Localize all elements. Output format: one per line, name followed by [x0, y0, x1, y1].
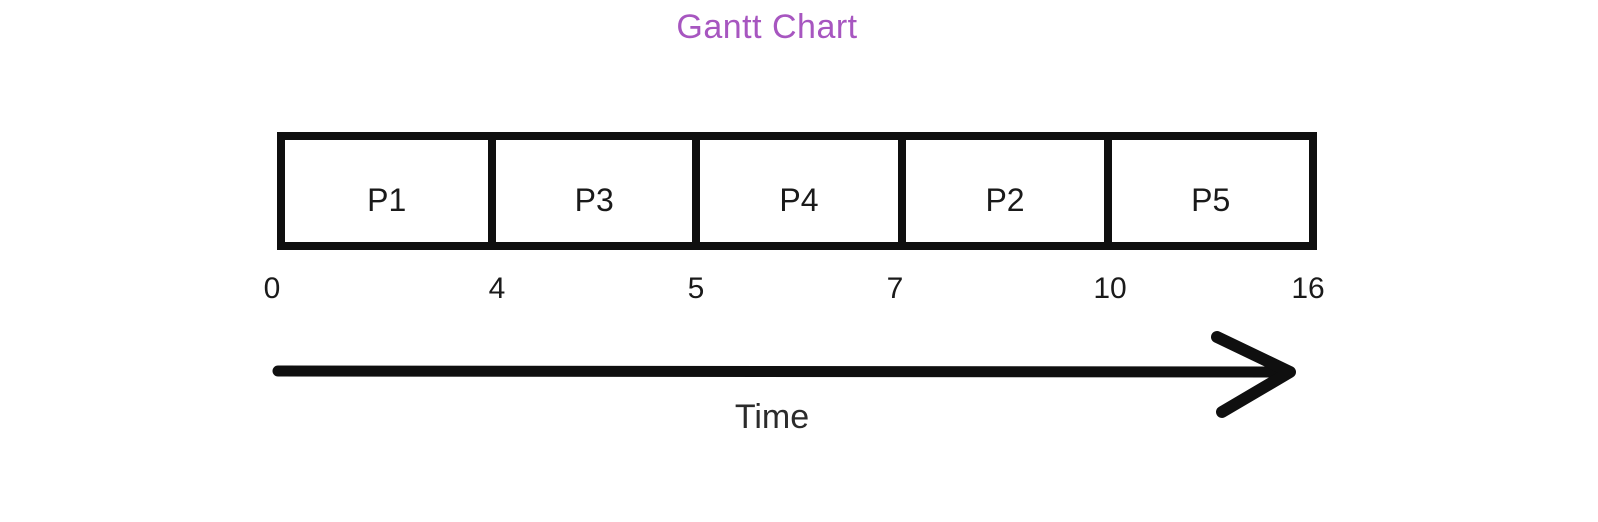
process-label: P4 [779, 181, 819, 218]
gantt-segment-p3: P3 [496, 140, 701, 242]
process-label: P5 [1191, 181, 1231, 218]
gantt-segment-p1: P1 [285, 140, 497, 242]
gantt-bar: P1 P3 P4 P2 P5 [277, 132, 1317, 250]
tick-16: 16 [1291, 272, 1325, 305]
chart-title: Gantt Chart [676, 8, 858, 46]
tick-4: 4 [488, 272, 506, 305]
process-label: P3 [574, 181, 614, 218]
gantt-segment-p5: P5 [1112, 140, 1310, 242]
gantt-segment-p4: P4 [700, 140, 906, 242]
tick-0: 0 [263, 272, 281, 305]
tick-10: 10 [1093, 272, 1127, 305]
time-axis-ticks: 0 4 5 7 10 16 [0, 272, 1598, 312]
process-label: P2 [985, 181, 1025, 218]
gantt-segment-p2: P2 [905, 140, 1113, 242]
process-label: P1 [367, 181, 407, 218]
tick-7: 7 [886, 272, 904, 305]
tick-5: 5 [687, 272, 705, 305]
time-axis-label: Time [734, 398, 810, 436]
